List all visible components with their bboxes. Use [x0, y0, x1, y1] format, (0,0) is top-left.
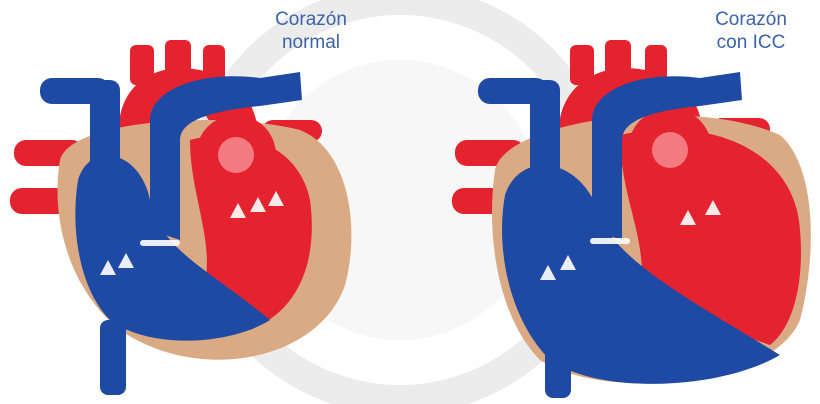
label-icc-heart: Corazón con ICC: [690, 8, 812, 54]
label-normal-line2: normal: [250, 31, 372, 54]
label-normal-heart: Corazón normal: [250, 8, 372, 54]
label-icc-line2: con ICC: [690, 31, 812, 54]
label-icc-line1: Corazón: [690, 8, 812, 31]
label-normal-line1: Corazón: [250, 8, 372, 31]
